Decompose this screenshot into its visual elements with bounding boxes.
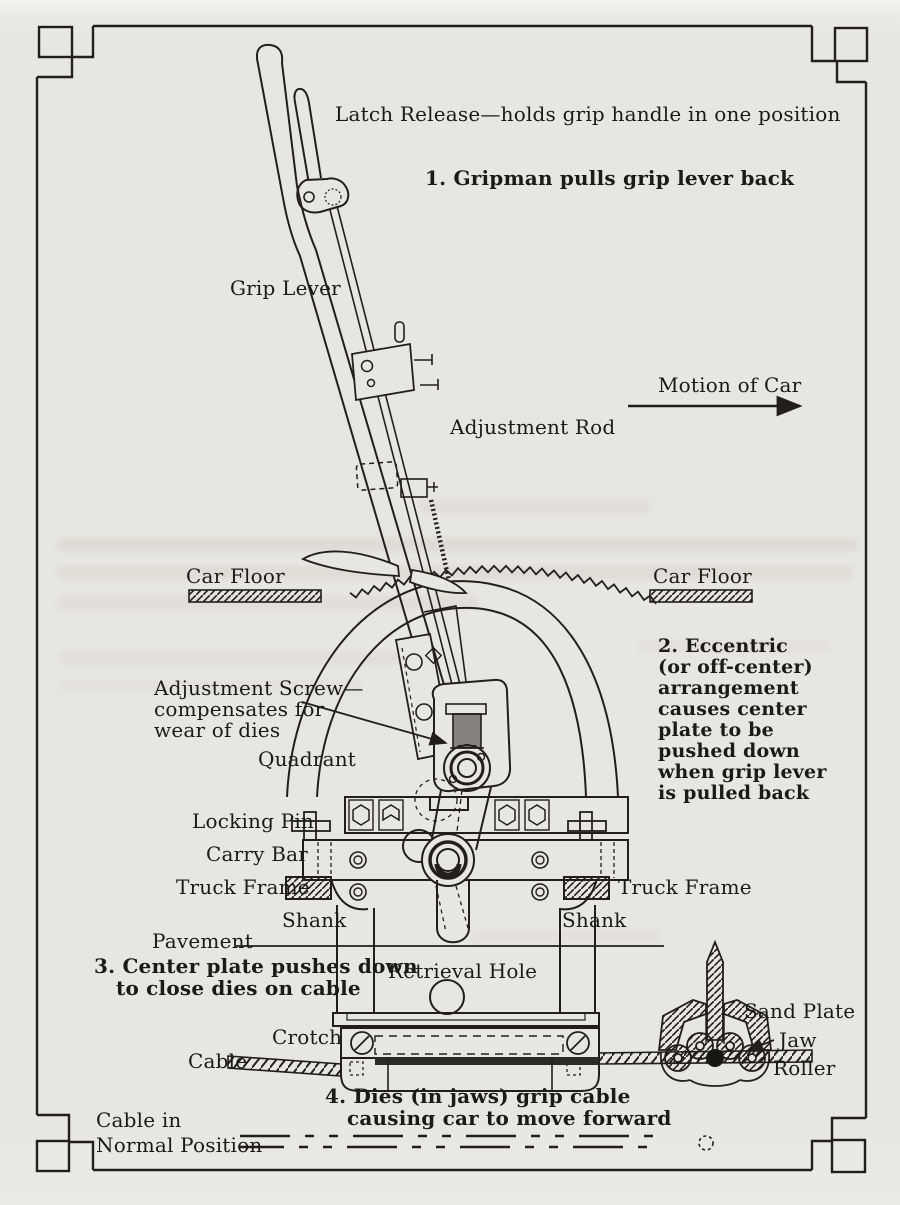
roller-label: Roller (773, 1056, 836, 1080)
adjustment-screw-label: Adjustment Screw— compensates for wear o… (154, 676, 364, 742)
retrieval-hole-label: Retrieval Hole (388, 959, 538, 983)
latch-release-label: Latch Release—holds grip handle in one p… (335, 102, 841, 126)
shank-left-label: Shank (282, 908, 347, 932)
car-floor-left-label: Car Floor (186, 564, 285, 588)
car-floor-hatch-right (649, 589, 753, 603)
grip-body-art (236, 878, 664, 1015)
page-border-frame (35, 24, 869, 1174)
step4-note: 4. Dies (in jaws) grip cable causing car… (325, 1084, 672, 1130)
motion-of-car-label: Motion of Car (658, 373, 802, 397)
locking-pin-label: Locking Pin (192, 809, 315, 833)
jaw-label: Jaw (779, 1028, 817, 1052)
step3-note: 3. Center plate pushes down to close die… (94, 954, 418, 1000)
grip-lever-art (256, 43, 475, 761)
shank-right-label: Shank (562, 908, 627, 932)
grip-lever-label: Grip Lever (230, 276, 341, 300)
car-floor-hatch-left (188, 589, 322, 603)
step2-note: 2. Eccentric (or off-center) arrangement… (658, 635, 827, 804)
adjustment-screw-arrow (301, 701, 448, 746)
pavement-label: Pavement (152, 929, 253, 953)
jaw-arrow (745, 1038, 775, 1052)
show-through-line (60, 680, 360, 693)
cable-normal-position-symbol (240, 1134, 714, 1151)
show-through-line (470, 930, 660, 943)
truck-frame-left-label: Truck Frame (176, 875, 310, 899)
step1-note: 1. Gripman pulls grip lever back (425, 166, 795, 190)
show-through-line (58, 538, 858, 551)
dashed-circle-mark (698, 1135, 714, 1151)
jaw-art (332, 1012, 600, 1092)
carry-bar-art (285, 811, 629, 900)
cable-label: Cable (188, 1049, 248, 1073)
truck-frame-right-label: Truck Frame (618, 875, 752, 899)
show-through-line (60, 652, 410, 665)
carry-bar-label: Carry Bar (206, 842, 308, 866)
sand-plate-label: Sand Plate (744, 999, 856, 1023)
show-through-line (640, 640, 830, 653)
cable-normal-position-label: Cable in Normal Position (96, 1108, 263, 1157)
leader-arrows (301, 395, 803, 1052)
quadrant-label: Quadrant (258, 747, 357, 771)
show-through-line (420, 500, 650, 513)
eccentric-housing-art (402, 678, 512, 863)
crotch-label: Crotch (272, 1025, 343, 1049)
car-floor-right-label: Car Floor (653, 564, 752, 588)
adjustment-rod-label: Adjustment Rod (450, 415, 616, 439)
quadrant-art (286, 564, 657, 834)
